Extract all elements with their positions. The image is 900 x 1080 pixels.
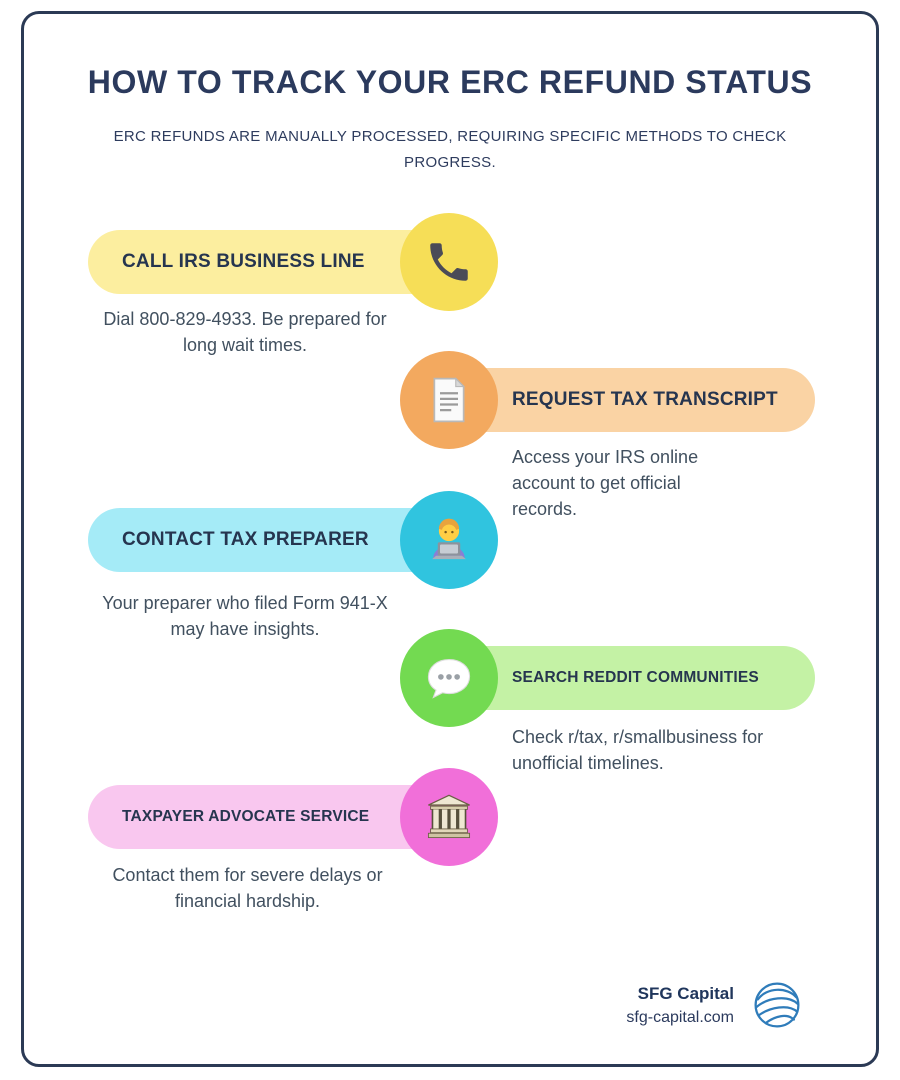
footer: SFG Capital sfg-capital.com xyxy=(626,978,804,1032)
step-label: CONTACT TAX PREPARER xyxy=(122,529,369,550)
step-label: SEARCH REDDIT COMMUNITIES xyxy=(512,669,759,686)
phone-icon xyxy=(424,237,474,287)
step-icon-circle xyxy=(400,351,498,449)
step-label: REQUEST TAX TRANSCRIPT xyxy=(512,389,778,410)
step-icon-circle xyxy=(400,491,498,589)
step-icon-circle xyxy=(400,213,498,311)
step-description: Your preparer who filed Form 941-X may h… xyxy=(102,593,388,640)
step-label: CALL IRS BUSINESS LINE xyxy=(122,251,365,272)
page-subtitle: ERC REFUNDS ARE MANUALLY PROCESSED, REQU… xyxy=(113,128,787,172)
technologist-icon xyxy=(422,513,476,567)
footer-website: sfg-capital.com xyxy=(626,1008,734,1026)
page-title: HOW TO TRACK YOUR ERC REFUND STATUS xyxy=(87,64,813,100)
step-description: Dial 800-829-4933. Be prepared for long … xyxy=(103,309,387,356)
step-icon-circle xyxy=(400,629,498,727)
step-pill-call-irs: CALL IRS BUSINESS LINE xyxy=(88,230,460,294)
document-icon xyxy=(422,373,476,427)
step-pill-tax-transcript: REQUEST TAX TRANSCRIPT xyxy=(438,368,815,432)
step-pill-reddit: SEARCH REDDIT COMMUNITIES xyxy=(438,646,815,710)
step-pill-tax-preparer: CONTACT TAX PREPARER xyxy=(88,508,460,572)
step-description: Access your IRS online account to get of… xyxy=(512,447,699,520)
step-description: Contact them for severe delays or financ… xyxy=(112,865,383,912)
step-pill-taxpayer-advocate: TAXPAYER ADVOCATE SERVICE xyxy=(88,785,460,849)
step-description: Check r/tax, r/smallbusiness for unoffic… xyxy=(512,727,764,774)
step-label: TAXPAYER ADVOCATE SERVICE xyxy=(122,808,370,825)
speech-balloon-icon xyxy=(423,652,475,704)
globe-logo-icon xyxy=(750,978,804,1032)
step-icon-circle xyxy=(400,768,498,866)
footer-brand: SFG Capital xyxy=(637,983,734,1003)
classical-building-icon xyxy=(423,791,475,843)
